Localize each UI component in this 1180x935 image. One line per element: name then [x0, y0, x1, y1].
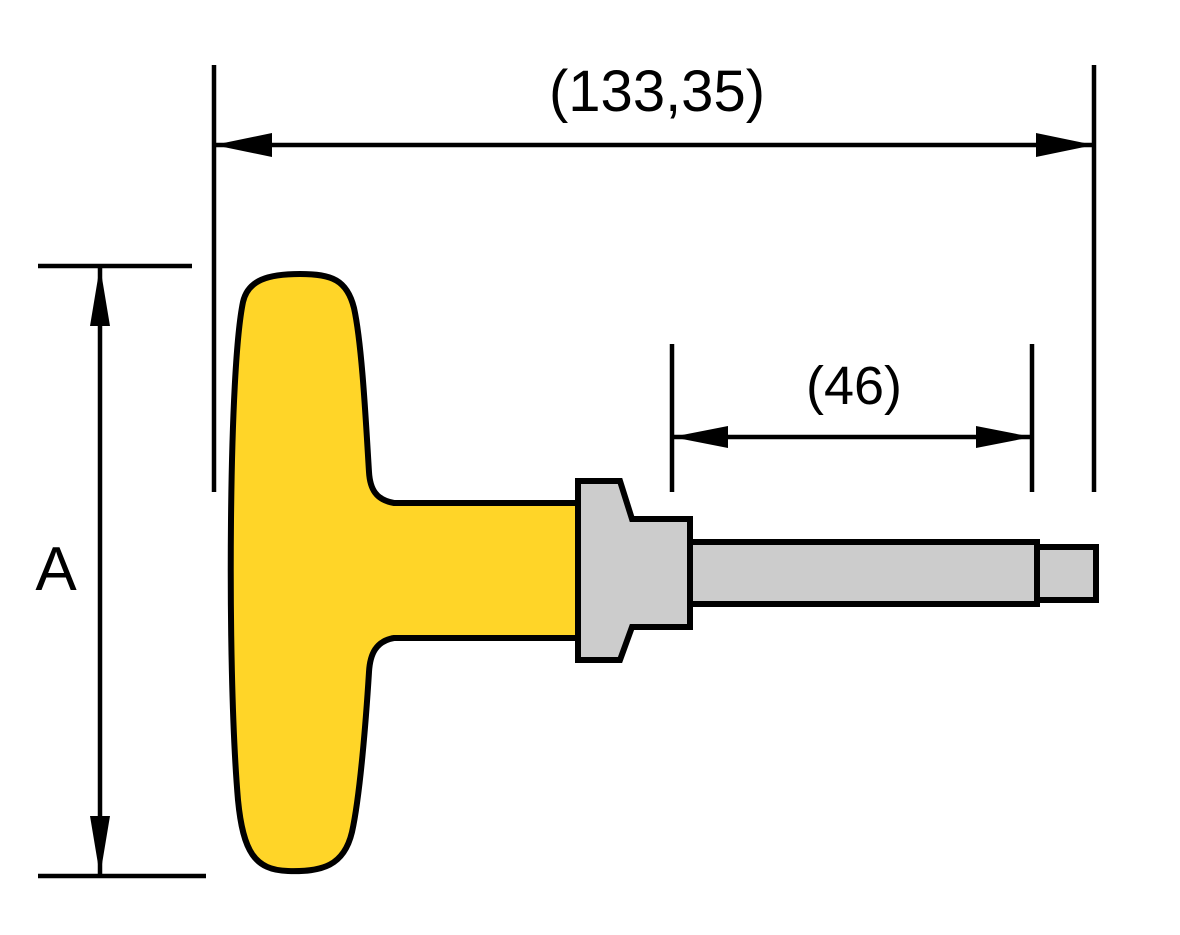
blade-length-dimension: (46) — [669, 344, 1035, 492]
handle-height-dimension: A — [35, 263, 206, 879]
shaft-blade — [673, 539, 1040, 607]
handle-height-label: A — [35, 535, 77, 604]
driver-tip — [1034, 544, 1099, 603]
blade-length-label: (46) — [806, 356, 902, 416]
handle-height-bottom-arrowhead — [90, 816, 110, 876]
t-handle-grip — [227, 271, 581, 875]
overall-length-right-arrowhead — [1036, 133, 1094, 157]
overall-length-left-arrowhead — [214, 133, 272, 157]
overall-length-dimension: (133,35) — [211, 59, 1097, 492]
overall-length-label: (133,35) — [549, 59, 765, 124]
blade-length-left-arrowhead — [672, 426, 728, 448]
handle-height-top-arrowhead — [90, 266, 110, 326]
metal-collar-ferrule — [575, 478, 693, 663]
blade-length-right-arrowhead — [976, 426, 1032, 448]
